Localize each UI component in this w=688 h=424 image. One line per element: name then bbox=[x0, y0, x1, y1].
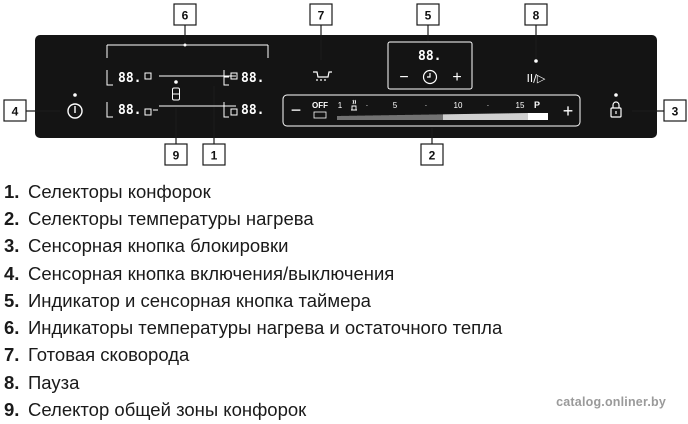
bridge-zone-selector[interactable] bbox=[172, 87, 180, 101]
pause-indicator-dot bbox=[534, 59, 538, 63]
power-indicator-dot bbox=[73, 93, 77, 97]
legend-text: Пауза bbox=[28, 371, 80, 393]
watermark: catalog.onliner.by bbox=[556, 395, 666, 409]
legend-text: Селекторы конфорок bbox=[28, 180, 211, 202]
timer-plus-button[interactable]: + bbox=[452, 69, 461, 86]
callout-6: 6 bbox=[173, 3, 197, 26]
zone-display-front-right: 88. bbox=[241, 71, 264, 86]
lock-indicator-dot bbox=[614, 93, 618, 97]
zone-selector-rear-left[interactable] bbox=[144, 108, 152, 116]
legend-item-7: 7. Готовая сковорода bbox=[4, 342, 564, 369]
callout-2-label: 2 bbox=[429, 149, 436, 163]
slider-off-box bbox=[313, 111, 327, 119]
timer-button[interactable] bbox=[422, 69, 438, 85]
slider-mark-dot-1: · bbox=[366, 101, 369, 110]
zone-bracket-front-right bbox=[223, 70, 229, 86]
callout-7: 7 bbox=[309, 3, 333, 26]
legend-number: 3. bbox=[4, 235, 20, 257]
callout-4-label: 4 bbox=[12, 105, 19, 119]
legend-number: 8. bbox=[4, 371, 20, 393]
legend-text: Селектор общей зоны конфорок bbox=[28, 399, 307, 421]
callout-4: 4 bbox=[3, 99, 27, 122]
callout-8: 8 bbox=[524, 3, 548, 26]
callout-2: 2 bbox=[420, 143, 444, 166]
callout-1-label: 1 bbox=[211, 149, 218, 163]
callout-5: 5 bbox=[416, 3, 440, 26]
control-panel bbox=[35, 35, 657, 138]
legend-item-5: 5. Индикатор и сенсорная кнопка таймера bbox=[4, 287, 564, 314]
slider-mark-15: 15 bbox=[516, 101, 525, 110]
slider-mark-5: 5 bbox=[393, 101, 398, 110]
legend-item-9: 9. Селектор общей зоны конфорок bbox=[4, 396, 564, 423]
slider-mark-p: P bbox=[534, 100, 540, 110]
lock-button[interactable] bbox=[610, 101, 622, 118]
callout-6-label: 6 bbox=[182, 9, 189, 23]
legend-number: 7. bbox=[4, 344, 20, 366]
legend-number: 4. bbox=[4, 262, 20, 284]
power-button[interactable] bbox=[67, 103, 83, 119]
callout-9: 9 bbox=[164, 143, 188, 166]
bridge-indicator-dot bbox=[174, 80, 178, 84]
callout-5-label: 5 bbox=[425, 9, 432, 23]
callout-8-label: 8 bbox=[533, 9, 540, 23]
slider-mark-1: 1 bbox=[338, 101, 343, 110]
legend-item-3: 3. Сенсорная кнопка блокировки bbox=[4, 233, 564, 260]
heat-slider-frame bbox=[282, 94, 581, 127]
ready-pan-button[interactable] bbox=[313, 71, 332, 81]
slider-mark-dot-2: · bbox=[425, 101, 428, 110]
legend-item-4: 4. Сенсорная кнопка включения/выключения bbox=[4, 260, 564, 287]
slider-minus-button[interactable]: − bbox=[291, 100, 302, 120]
zone-selector-front-right[interactable] bbox=[230, 72, 238, 80]
timer-minus-button[interactable]: − bbox=[399, 69, 408, 86]
legend-item-2: 2. Селекторы температуры нагрева bbox=[4, 205, 564, 232]
legend-text: Сенсорная кнопка включения/выключения bbox=[28, 262, 395, 284]
zone-display-rear-left: 88. bbox=[118, 103, 141, 118]
zone-selector-front-left[interactable] bbox=[144, 72, 152, 80]
legend: 1. Селекторы конфорок 2. Селекторы темпе… bbox=[4, 178, 564, 424]
slider-marks: 1 · 5 · 10 · 15 P bbox=[338, 100, 540, 110]
slider-plus-button[interactable]: + bbox=[563, 101, 574, 121]
legend-text: Индикаторы температуры нагрева и остаточ… bbox=[28, 317, 503, 339]
slider-mark-dot-3: · bbox=[487, 101, 490, 110]
slider-off-label[interactable]: OFF bbox=[312, 101, 328, 110]
timer-display: 88. bbox=[418, 49, 441, 64]
callout-3: 3 bbox=[663, 99, 687, 122]
legend-number: 9. bbox=[4, 399, 20, 421]
timer-frame bbox=[387, 41, 473, 90]
callout-7-label: 7 bbox=[318, 9, 325, 23]
heat-slider-track[interactable] bbox=[337, 113, 548, 120]
zone-bracket-rear-left bbox=[106, 102, 113, 118]
callout-1: 1 bbox=[202, 143, 226, 166]
zone-selector-rear-right[interactable] bbox=[230, 108, 238, 116]
keep-warm-icon bbox=[351, 99, 357, 111]
zone-bracket-front-left bbox=[106, 70, 113, 86]
power-icon bbox=[67, 103, 83, 119]
legend-text: Готовая сковорода bbox=[28, 344, 190, 366]
pause-button[interactable]: II/▷ bbox=[527, 72, 546, 85]
legend-number: 2. bbox=[4, 207, 20, 229]
legend-text: Индикатор и сенсорная кнопка таймера bbox=[28, 289, 371, 311]
clock-icon bbox=[422, 69, 438, 85]
legend-text: Селекторы температуры нагрева bbox=[28, 207, 314, 229]
zone-display-front-left: 88. bbox=[118, 71, 141, 86]
legend-text: Сенсорная кнопка блокировки bbox=[28, 235, 289, 257]
legend-number: 5. bbox=[4, 289, 20, 311]
legend-item-1: 1. Селекторы конфорок bbox=[4, 178, 564, 205]
legend-number: 6. bbox=[4, 317, 20, 339]
legend-item-6: 6. Индикаторы температуры нагрева и оста… bbox=[4, 314, 564, 341]
legend-item-8: 8. Пауза bbox=[4, 369, 564, 396]
zone-bracket-rear-right bbox=[223, 102, 229, 118]
slider-mark-10: 10 bbox=[454, 101, 463, 110]
zone-display-rear-right: 88. bbox=[241, 103, 264, 118]
hob-control-panel-diagram: 6 7 5 8 4 3 9 1 2 88. 88. 88. 8 bbox=[3, 3, 687, 166]
lock-icon bbox=[610, 107, 622, 118]
callout-9-label: 9 bbox=[173, 149, 180, 163]
pan-icon bbox=[313, 71, 332, 78]
callout-3-label: 3 bbox=[672, 105, 679, 119]
legend-number: 1. bbox=[4, 180, 20, 202]
